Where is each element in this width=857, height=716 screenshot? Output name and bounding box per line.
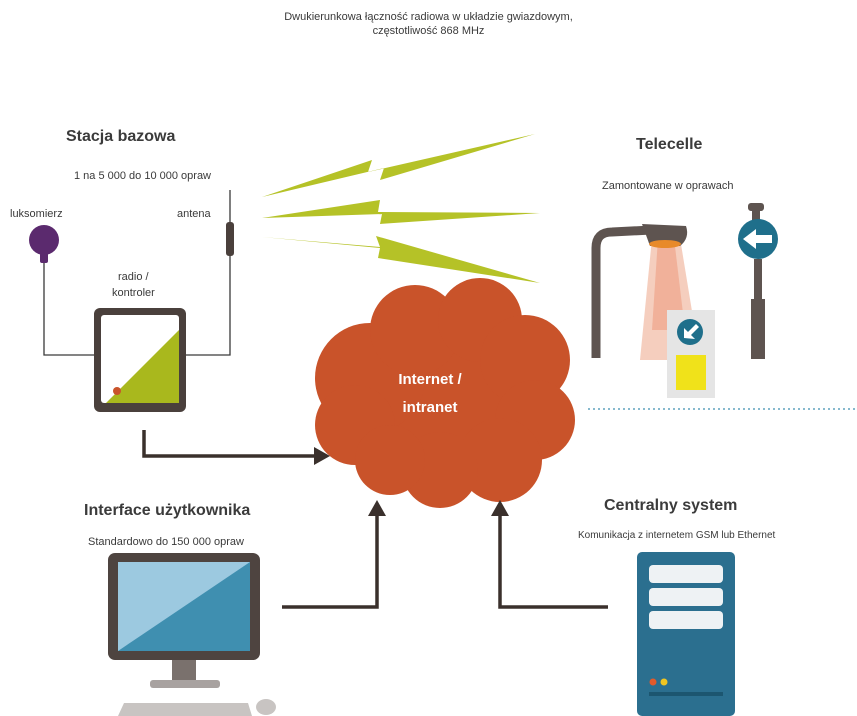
central-system-heading: Centralny system — [604, 497, 738, 514]
title-line-2: częstotliwość 868 MHz — [372, 25, 485, 37]
arrow-icon — [491, 500, 608, 609]
road-sign-icon — [667, 310, 715, 398]
cloud-label: Internet / intranet — [375, 366, 485, 422]
road-sign-icon — [738, 203, 778, 359]
controller-icon — [94, 308, 186, 412]
cloud-label-line-2: intranet — [402, 399, 458, 416]
radio-label: radio / — [118, 271, 149, 283]
title-line-1: Dwukierunkowa łączność radiowa w układzi… — [284, 11, 573, 23]
lightning-bolt-icon — [262, 134, 540, 283]
central-system-subtitle: Komunikacja z internetem GSM lub Etherne… — [578, 530, 776, 541]
monitor-icon — [108, 553, 260, 688]
lux-meter-label: luksomierz — [10, 208, 63, 220]
antenna-label: antena — [177, 208, 211, 220]
lux-meter-icon — [29, 225, 100, 356]
cloud-label-line-1: Internet / — [398, 371, 462, 388]
base-station-heading: Stacja bazowa — [66, 128, 176, 145]
server-icon — [637, 552, 735, 716]
telecells-subtitle: Zamontowane w oprawach — [602, 180, 734, 192]
controller-label: kontroler — [112, 287, 155, 299]
mouse-icon — [256, 699, 276, 715]
street-lamp-icon — [591, 224, 700, 360]
arrow-icon — [142, 430, 330, 465]
base-station-capacity: 1 na 5 000 do 10 000 opraw — [74, 170, 212, 182]
diagram-title: Dwukierunkowa łączność radiowa w układzi… — [0, 10, 857, 38]
keyboard-icon — [118, 703, 252, 716]
cloud-icon — [315, 278, 575, 508]
user-interface-heading: Interface użytkownika — [84, 502, 251, 519]
arrow-icon — [282, 500, 386, 609]
antenna-icon — [183, 190, 234, 356]
telecells-heading: Telecelle — [636, 136, 703, 153]
user-interface-subtitle: Standardowo do 150 000 opraw — [88, 536, 244, 548]
